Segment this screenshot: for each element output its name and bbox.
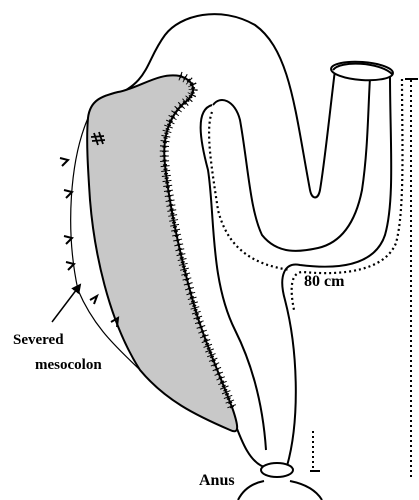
length-label: 80 cm bbox=[304, 273, 345, 290]
mesocolon-label-line1: Severed bbox=[13, 332, 64, 348]
mesocolon-label-line2: mesocolon bbox=[35, 357, 102, 373]
mesocolon-arrow bbox=[52, 285, 80, 322]
pelvic-outline bbox=[238, 481, 322, 500]
anus-label: Anus bbox=[199, 472, 235, 489]
anus-lumen bbox=[261, 463, 293, 477]
